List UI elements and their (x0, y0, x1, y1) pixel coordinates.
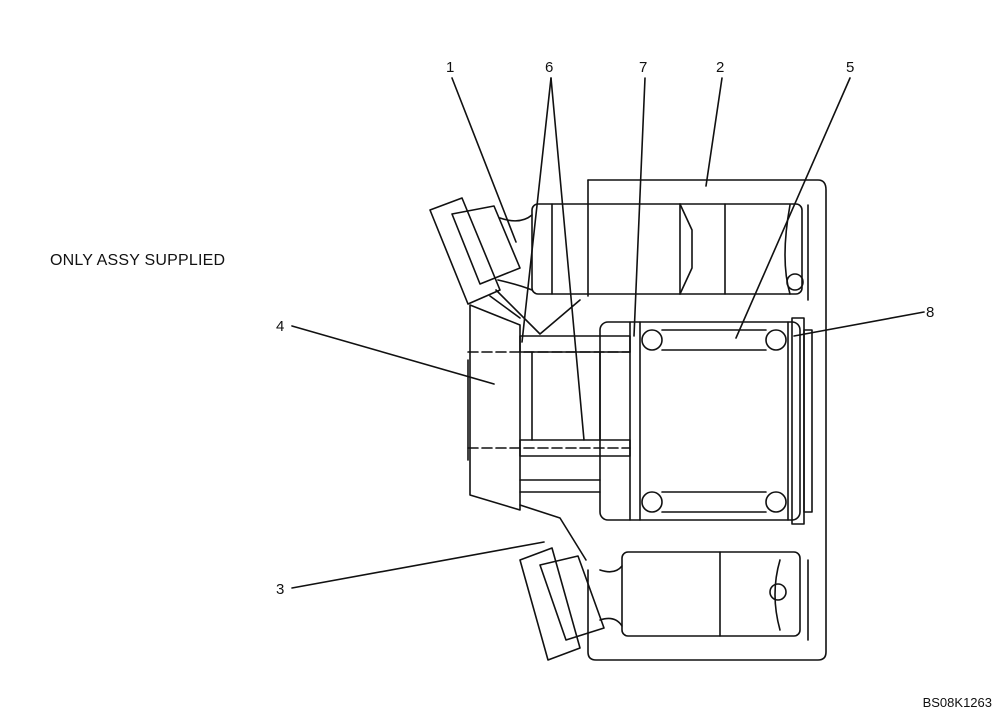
lower-shoe (519, 547, 581, 661)
swash-plate (469, 304, 521, 511)
housing (587, 179, 827, 661)
callout-1: 1 (446, 59, 454, 76)
valve-plate (791, 317, 805, 525)
figure-code: BS08K1263 (922, 695, 992, 710)
callout-7: 7 (639, 59, 647, 76)
callout-4: 4 (276, 318, 284, 335)
callout-3: 3 (276, 581, 284, 598)
callout-8: 8 (926, 304, 934, 321)
upper-shoe (429, 197, 501, 305)
assembly-note: ONLY ASSY SUPPLIED (50, 252, 226, 269)
callout-2: 2 (716, 59, 724, 76)
lower-piston (621, 551, 801, 637)
callout-5: 5 (846, 59, 854, 76)
callout-6: 6 (545, 59, 553, 76)
callout-labels: 1 6 7 2 5 8 4 3 (276, 59, 934, 598)
